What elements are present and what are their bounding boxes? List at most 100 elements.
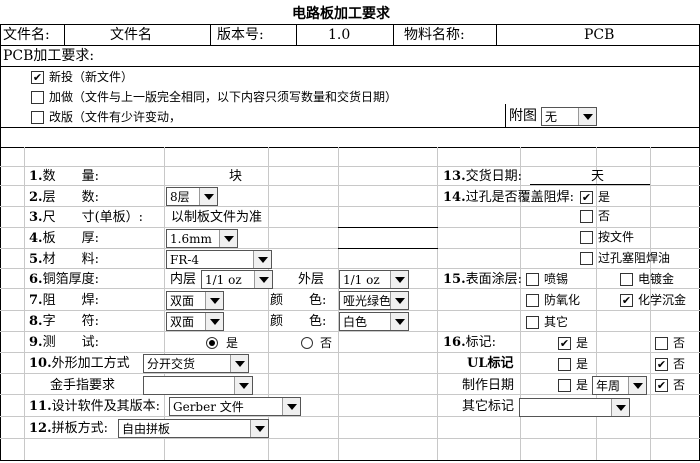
- solder-mask-label: 7.阻 焊:: [29, 293, 99, 308]
- chevron-down-icon: [253, 251, 271, 268]
- enig-checkbox[interactable]: [620, 294, 633, 307]
- rule: [496, 24, 497, 45]
- via-no-checkbox[interactable]: [580, 210, 593, 223]
- chevron-down-icon: [578, 108, 596, 125]
- layers-label: 2.层 数:: [29, 190, 99, 205]
- test-label: 9.测 试:: [29, 335, 99, 350]
- via-no-label: 否: [598, 209, 611, 223]
- grid-line: [650, 147, 651, 460]
- rule: [505, 104, 506, 127]
- gold-finger-select[interactable]: [143, 376, 253, 395]
- via-by-file-checkbox[interactable]: [580, 231, 593, 244]
- rule: [0, 127, 700, 128]
- test-yes-label: 是: [226, 336, 239, 350]
- delivery-unit: 天: [591, 169, 605, 184]
- other-mark-select[interactable]: [519, 398, 630, 417]
- grid-line: [164, 147, 165, 460]
- chevron-down-icon: [282, 398, 300, 415]
- rule: [338, 248, 438, 249]
- material-name-value[interactable]: PCB: [584, 27, 615, 43]
- inner-layer-label: 内层: [170, 272, 197, 287]
- date-code-yes-checkbox[interactable]: [558, 379, 571, 392]
- layers-select[interactable]: 8层: [166, 187, 218, 206]
- software-select[interactable]: Gerber 文件: [169, 397, 301, 416]
- inner-copper-select[interactable]: 1/1 oz: [201, 270, 273, 289]
- surface-other-label: 其它: [544, 315, 569, 329]
- panel-label: 12.拼板方式:: [29, 421, 109, 436]
- grid-line: [24, 147, 25, 460]
- solder-mask-select[interactable]: 双面: [166, 291, 224, 310]
- grid-line: [0, 438, 700, 439]
- repeat-order-checkbox[interactable]: [31, 91, 44, 104]
- date-code-no-checkbox[interactable]: [655, 379, 668, 392]
- chevron-down-icon: [234, 377, 252, 394]
- chevron-down-icon: [199, 188, 217, 205]
- pcb-requirements-label: PCB加工要求:: [3, 48, 95, 64]
- surface-other-checkbox[interactable]: [526, 316, 539, 329]
- grid-line: [0, 206, 700, 207]
- via-by-file-label: 按文件: [598, 230, 635, 244]
- test-no-label: 否: [320, 336, 333, 350]
- marking-yes-checkbox[interactable]: [558, 337, 571, 350]
- ul-no-checkbox[interactable]: [655, 358, 668, 371]
- chevron-down-icon: [628, 377, 646, 394]
- rule: [0, 24, 1, 461]
- grid-line: [520, 147, 521, 460]
- size-label: 3.尺 寸(单板）:: [29, 210, 144, 225]
- chevron-down-icon: [390, 271, 408, 288]
- version-value[interactable]: 1.0: [328, 27, 351, 43]
- via-label: 14.过孔是否覆盖阻焊:: [443, 190, 575, 205]
- gold-plating-checkbox[interactable]: [620, 273, 633, 286]
- surface-label: 15.表面涂层:: [443, 272, 523, 287]
- grid-line: [268, 147, 269, 460]
- hasl-label: 喷锡: [544, 272, 569, 286]
- hasl-checkbox[interactable]: [526, 273, 539, 286]
- test-yes-radio[interactable]: [206, 337, 218, 349]
- grid-line: [0, 331, 700, 332]
- rule: [296, 24, 297, 45]
- silk-color-label: 颜 色:: [270, 314, 327, 329]
- file-name-value[interactable]: 文件名: [110, 27, 152, 43]
- grid-line: [437, 147, 438, 460]
- chevron-down-icon: [611, 399, 629, 416]
- qty-unit: 块: [229, 169, 243, 184]
- chevron-down-icon: [390, 313, 408, 330]
- mask-color-select[interactable]: 哑光绿色: [339, 291, 409, 310]
- outer-copper-select[interactable]: 1/1 oz: [339, 270, 409, 289]
- marking-no-checkbox[interactable]: [655, 337, 668, 350]
- marking-label: 16.标记:: [443, 335, 497, 350]
- test-no-radio[interactable]: [301, 337, 313, 349]
- rule: [0, 66, 700, 67]
- material-row-label: 5.材 料:: [29, 252, 99, 267]
- grid-line: [596, 147, 597, 460]
- rule: [338, 227, 438, 228]
- thickness-label: 4.板 厚:: [29, 231, 99, 246]
- software-label: 11.设计软件及其版本:: [29, 399, 161, 414]
- silkscreen-label: 8.字 符:: [29, 314, 99, 329]
- thickness-select[interactable]: 1.6mm: [166, 229, 238, 248]
- revision-checkbox[interactable]: [31, 111, 44, 124]
- grid-line: [0, 416, 700, 417]
- date-code-no-label: 否: [673, 378, 686, 392]
- grid-line: [0, 310, 700, 311]
- material-select[interactable]: FR-4: [166, 250, 272, 269]
- attachment-select-value: 无: [545, 110, 558, 124]
- via-plug-checkbox[interactable]: [580, 252, 593, 265]
- ul-no-label: 否: [673, 357, 686, 371]
- grid-line: [0, 373, 700, 374]
- chevron-down-icon: [205, 313, 223, 330]
- outline-select[interactable]: 分开交货: [143, 354, 249, 373]
- file-name-label: 文件名:: [3, 27, 50, 43]
- chevron-down-icon: [230, 355, 248, 372]
- attachment-select[interactable]: 无: [541, 107, 597, 126]
- ul-yes-checkbox[interactable]: [558, 358, 571, 371]
- date-code-select[interactable]: 年周: [592, 376, 647, 395]
- silk-color-select[interactable]: 白色: [339, 312, 409, 331]
- panel-select[interactable]: 自由拼板: [118, 419, 269, 438]
- new-order-checkbox[interactable]: [31, 71, 44, 84]
- version-label: 版本号:: [217, 27, 264, 43]
- via-yes-checkbox[interactable]: [580, 191, 593, 204]
- silkscreen-select[interactable]: 双面: [166, 312, 224, 331]
- gold-plating-label: 电镀金: [638, 272, 675, 286]
- osp-checkbox[interactable]: [526, 294, 539, 307]
